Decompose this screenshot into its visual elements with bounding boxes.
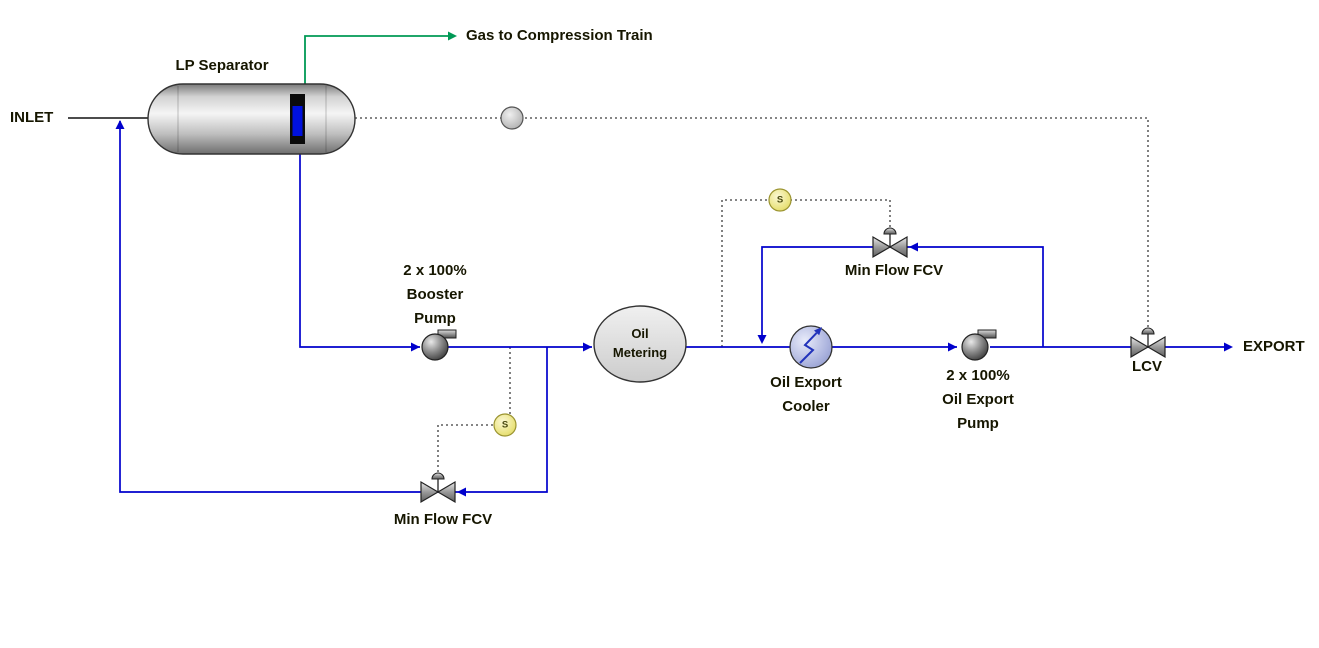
booster-minflow-recycle-line [119,121,548,493]
recycle-down-arrow [757,335,767,344]
export-pump-inlet-arrow [948,342,957,352]
min-flow-fcv-top-valve [872,227,908,259]
metering-inlet-arrow [583,342,592,352]
separator-outlet-line [299,153,420,348]
oil-metering-symbol [593,305,687,383]
level-gauge-fill [292,106,303,136]
gas-arrow [448,31,457,41]
level-instrument-bubble [500,106,524,130]
booster-pump-symbol [421,329,457,361]
booster-inlet-arrow [411,342,420,352]
export-arrow [1224,342,1233,352]
top-fcv-arrow [909,242,918,252]
min-flow-fcv-bottom-valve [420,472,456,504]
process-lines [119,121,1229,493]
oil-export-cooler-symbol [789,325,833,369]
recycle-up-arrow [115,120,125,129]
booster-fcv-signal-line [437,347,511,473]
flow-arrows [115,31,1233,497]
gas-line [304,35,449,84]
export-pump-symbol [961,329,997,361]
lcv-signal-line [355,117,1149,328]
instrument-s-bottom [493,413,517,437]
instrument-s-top [768,188,792,212]
bottom-fcv-arrow [457,487,466,497]
export-fcv-signal-line [721,199,891,347]
lcv-valve [1130,327,1166,359]
lp-separator-vessel [147,83,356,155]
